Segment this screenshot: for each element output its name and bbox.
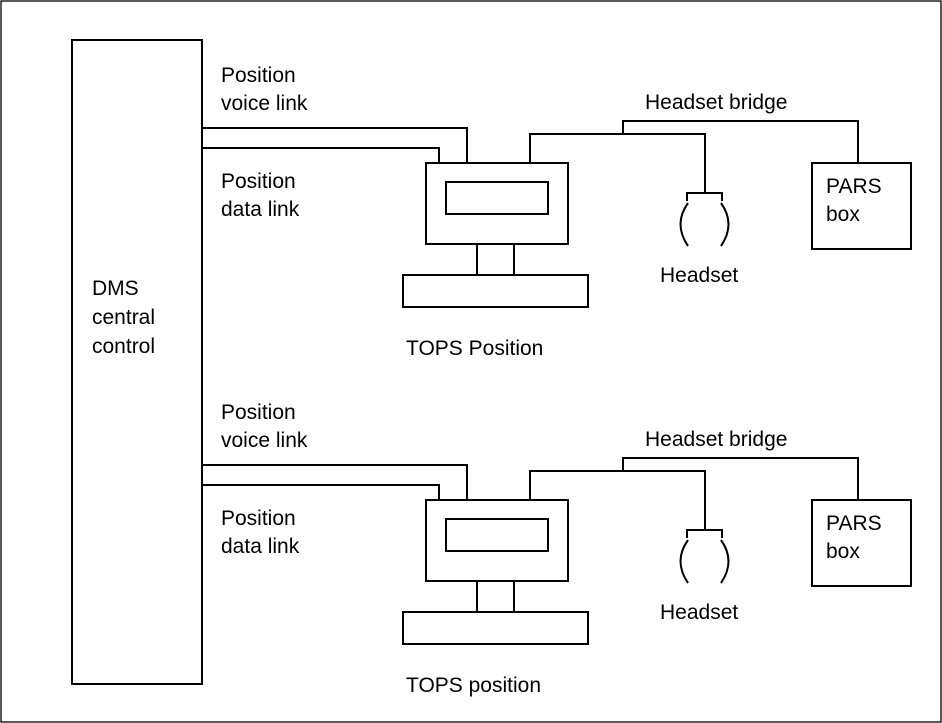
position-unit-2: Position voice link Position data link T… [202, 401, 912, 697]
headset-right-earpiece [720, 202, 730, 247]
voice-link-label-line1: Position [221, 401, 296, 424]
voice-link-label-line1: Position [221, 64, 296, 87]
terminal-stand [476, 581, 515, 612]
headset-icon [679, 529, 730, 584]
data-link-label-line2: data link [221, 535, 300, 558]
terminal-screen [445, 518, 549, 552]
terminal-keyboard [402, 611, 589, 645]
data-link-label-line1: Position [221, 170, 296, 193]
voice-link-label-line2: voice link [221, 429, 308, 452]
headset-icon [679, 192, 730, 247]
data-link-label-line2: data link [221, 198, 300, 221]
headset-left-earpiece [679, 539, 689, 584]
bridge-label: Headset bridge [645, 428, 787, 451]
terminal-screen [445, 181, 549, 215]
pars-label-line1: PARS [826, 175, 882, 198]
pars-label-line2: box [826, 540, 860, 563]
headset-label: Headset [660, 601, 738, 624]
data-link-label-line1: Position [221, 507, 296, 530]
central-label-line1: DMS [92, 277, 139, 300]
headset-band [686, 529, 723, 538]
central-label-line3: control [92, 335, 155, 358]
headset-bridge-line [529, 457, 859, 500]
terminal-monitor [425, 162, 569, 245]
headset-band [686, 192, 723, 201]
voice-link-line [202, 127, 468, 163]
tops-position-terminal [402, 499, 589, 645]
dms-central-control-box [71, 39, 203, 685]
pars-box [811, 499, 912, 587]
bridge-label: Headset bridge [645, 91, 787, 114]
headset-left-earpiece [679, 202, 689, 247]
dms-central-control: DMS central control [71, 39, 203, 685]
tops-position-terminal [402, 162, 589, 308]
terminal-monitor [425, 499, 569, 582]
headset-bridge-line [529, 120, 859, 163]
pars-label-line2: box [826, 203, 860, 226]
terminal-label: TOPS Position [406, 337, 543, 360]
headset-right-earpiece [720, 539, 730, 584]
headset-label: Headset [660, 264, 738, 287]
position-unit-1: Position voice link Position data link T… [202, 64, 912, 360]
data-link-line [202, 147, 440, 163]
headset-cord [623, 470, 706, 530]
voice-link-line [202, 464, 468, 500]
pars-box [811, 162, 912, 250]
data-link-line [202, 484, 440, 500]
terminal-keyboard [402, 274, 589, 308]
terminal-stand [476, 244, 515, 275]
pars-label-line1: PARS [826, 512, 882, 535]
terminal-label: TOPS position [406, 674, 541, 697]
headset-cord [623, 133, 706, 193]
voice-link-label-line2: voice link [221, 92, 308, 115]
central-label-line2: central [92, 306, 155, 329]
